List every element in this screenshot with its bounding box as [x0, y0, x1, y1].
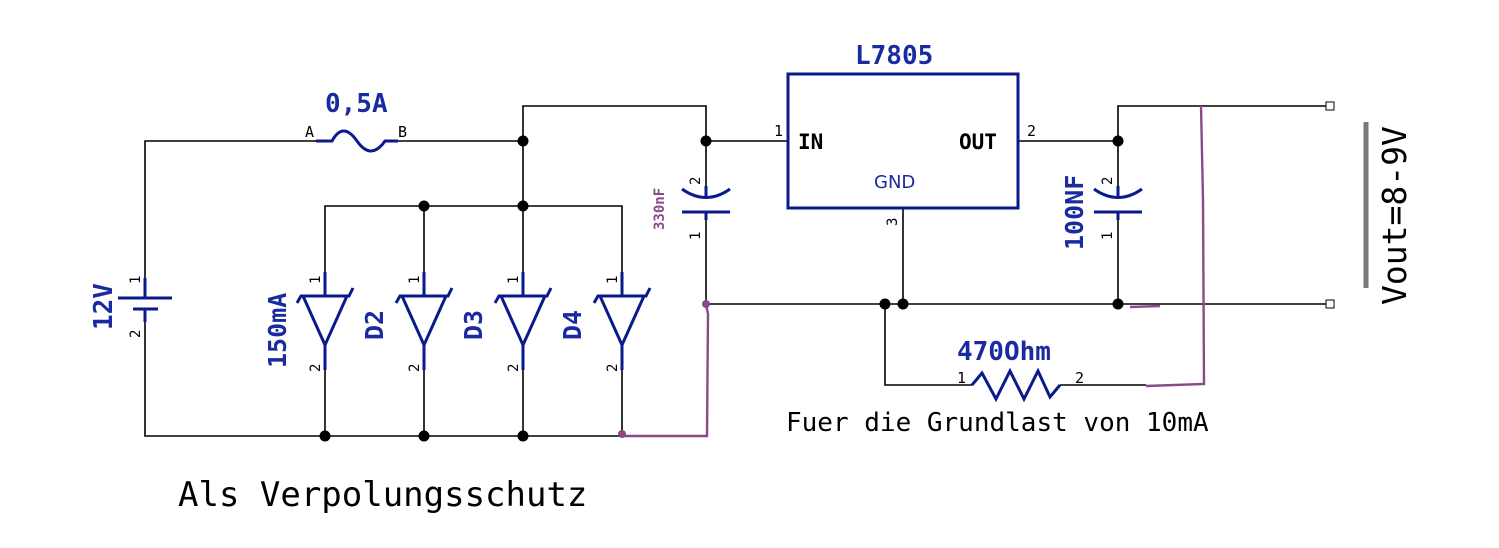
wire-battery-bottom: [144, 322, 622, 437]
note-load: Fuer die Grundlast von 10mA: [786, 408, 1209, 438]
wire-diode-rail-top: [324, 205, 623, 272]
junction-dot: [1112, 135, 1124, 147]
regulator-pin-in: 1: [774, 122, 783, 140]
junction-dot: [418, 200, 430, 212]
capacitor-out-pin-bottom: 1: [1100, 232, 1116, 240]
battery-label: 12V: [89, 283, 119, 330]
diode-3-label: D3: [459, 310, 488, 340]
battery: [118, 278, 172, 322]
wire-purple-stub: [1129, 304, 1161, 309]
diode-triangle: [300, 294, 350, 349]
junction-dot: [517, 430, 529, 442]
diode-1: [295, 272, 355, 370]
junction-dot: [879, 298, 891, 310]
diode-triangle: [597, 294, 647, 349]
junction-dot: [418, 430, 430, 442]
junction-dot: [1112, 298, 1124, 310]
fuse-label: 0,5A: [325, 89, 388, 119]
capacitor-in-label: 330nF: [652, 188, 668, 230]
resistor-label: 470Ohm: [957, 337, 1051, 367]
capacitor-out-label: 100NF: [1060, 175, 1089, 250]
wire-top-rail: [522, 105, 707, 206]
wire-out-rail: [1117, 105, 1330, 141]
terminal-out-positive: [1325, 101, 1335, 111]
regulator-out-label: OUT: [959, 130, 997, 154]
diode-3: [493, 272, 553, 370]
capacitor-in-pin-bottom: 1: [688, 232, 704, 240]
diode-4-pin-top: 1: [605, 276, 621, 284]
junctions: [319, 135, 1124, 442]
wires: [144, 105, 1330, 437]
diode-triangle: [399, 294, 449, 349]
diode-2-pin-bottom: 2: [407, 364, 423, 372]
regulator-label: L7805: [855, 41, 933, 71]
regulator-in-label: IN: [798, 130, 823, 154]
diode-4-label: D4: [558, 310, 587, 340]
junction-dot: [319, 430, 331, 442]
resistor-pin-left: 1: [957, 369, 966, 387]
junction-dot: [517, 135, 529, 147]
diode-1-pin-bottom: 2: [308, 364, 324, 372]
note-protection: Als Verpolungsschutz: [178, 475, 587, 515]
diode-3-pin-bottom: 2: [506, 364, 522, 372]
terminal-out-negative: [1325, 299, 1335, 309]
wire-resistor-left: [884, 304, 972, 386]
regulator-pin-out: 2: [1027, 122, 1036, 140]
fuse-pin-left: A: [305, 123, 314, 141]
wire-purple-output-link: [1145, 105, 1206, 388]
resistor-pin-right: 2: [1075, 369, 1084, 387]
capacitor-out: [1093, 186, 1143, 220]
fuse-pin-right: B: [398, 123, 407, 141]
wire-purple-ground-link: [624, 303, 710, 438]
junction-dot: [897, 298, 909, 310]
diode-1-label: 150mA: [263, 293, 292, 368]
diode-triangle: [498, 294, 548, 349]
battery-pin-bottom: 2: [128, 330, 144, 338]
junction-dot-purple: [618, 430, 626, 438]
junction-dot-purple: [702, 300, 710, 308]
diode-3-pin-top: 1: [506, 276, 522, 284]
diode-2-pin-top: 1: [407, 276, 423, 284]
diode-4-pin-bottom: 2: [605, 364, 621, 372]
diode-1-pin-top: 1: [308, 276, 324, 284]
junction-dot: [700, 135, 712, 147]
diode-4: [592, 272, 652, 370]
fuse-symbol: [316, 129, 398, 153]
junction-dot: [517, 200, 529, 212]
purple-additions: [624, 105, 1206, 438]
diode-2-label: D2: [360, 310, 389, 340]
output-label: Vout=8-9V: [1375, 126, 1414, 305]
wire-battery-top: [144, 140, 316, 278]
capacitor-in: [681, 186, 731, 220]
regulator-gnd-label: GND: [874, 172, 915, 193]
regulator-pin-gnd: 3: [885, 218, 901, 226]
capacitor-in-pin-top: 2: [688, 177, 704, 185]
capacitor-out-pin-top: 2: [1100, 177, 1116, 185]
regulator-body: [786, 72, 1020, 210]
diode-2: [394, 272, 454, 370]
resistor-zigzag: [970, 367, 1062, 403]
battery-pin-top: 1: [128, 276, 144, 284]
